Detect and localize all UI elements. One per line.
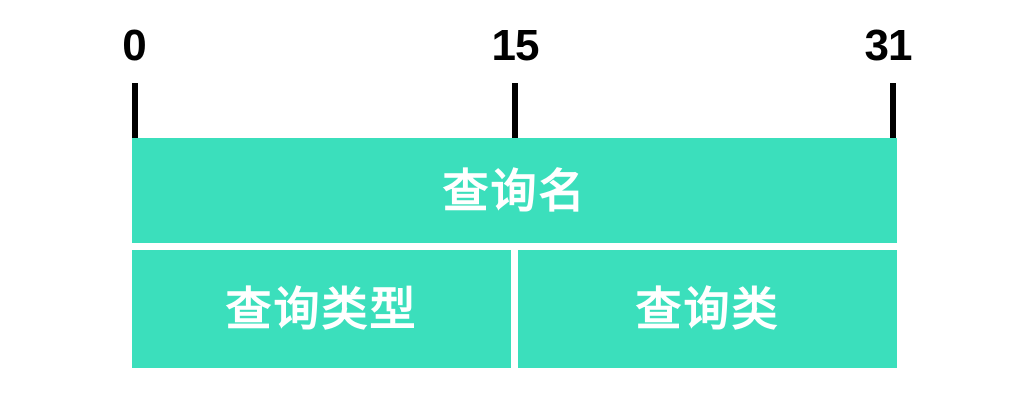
field-row-type-class: 查询类型 查询类 (132, 250, 897, 368)
bit-label-15: 15 (491, 21, 540, 70)
field-query-type: 查询类型 (225, 283, 418, 335)
tick-mark-31 (890, 83, 896, 138)
bit-label-31: 31 (864, 21, 913, 70)
row-divider (132, 243, 897, 250)
field-query-name: 查询名 (442, 164, 587, 217)
tick-mark-0 (132, 83, 138, 138)
bit-label-0: 0 (122, 21, 147, 70)
field-row-query-name: 查询名 (132, 138, 897, 243)
message-format-box: 查询名 查询类型 查询类 (132, 138, 897, 368)
field-query-class: 查询类 (635, 283, 780, 335)
tick-mark-15 (512, 83, 518, 138)
column-divider (511, 250, 518, 368)
